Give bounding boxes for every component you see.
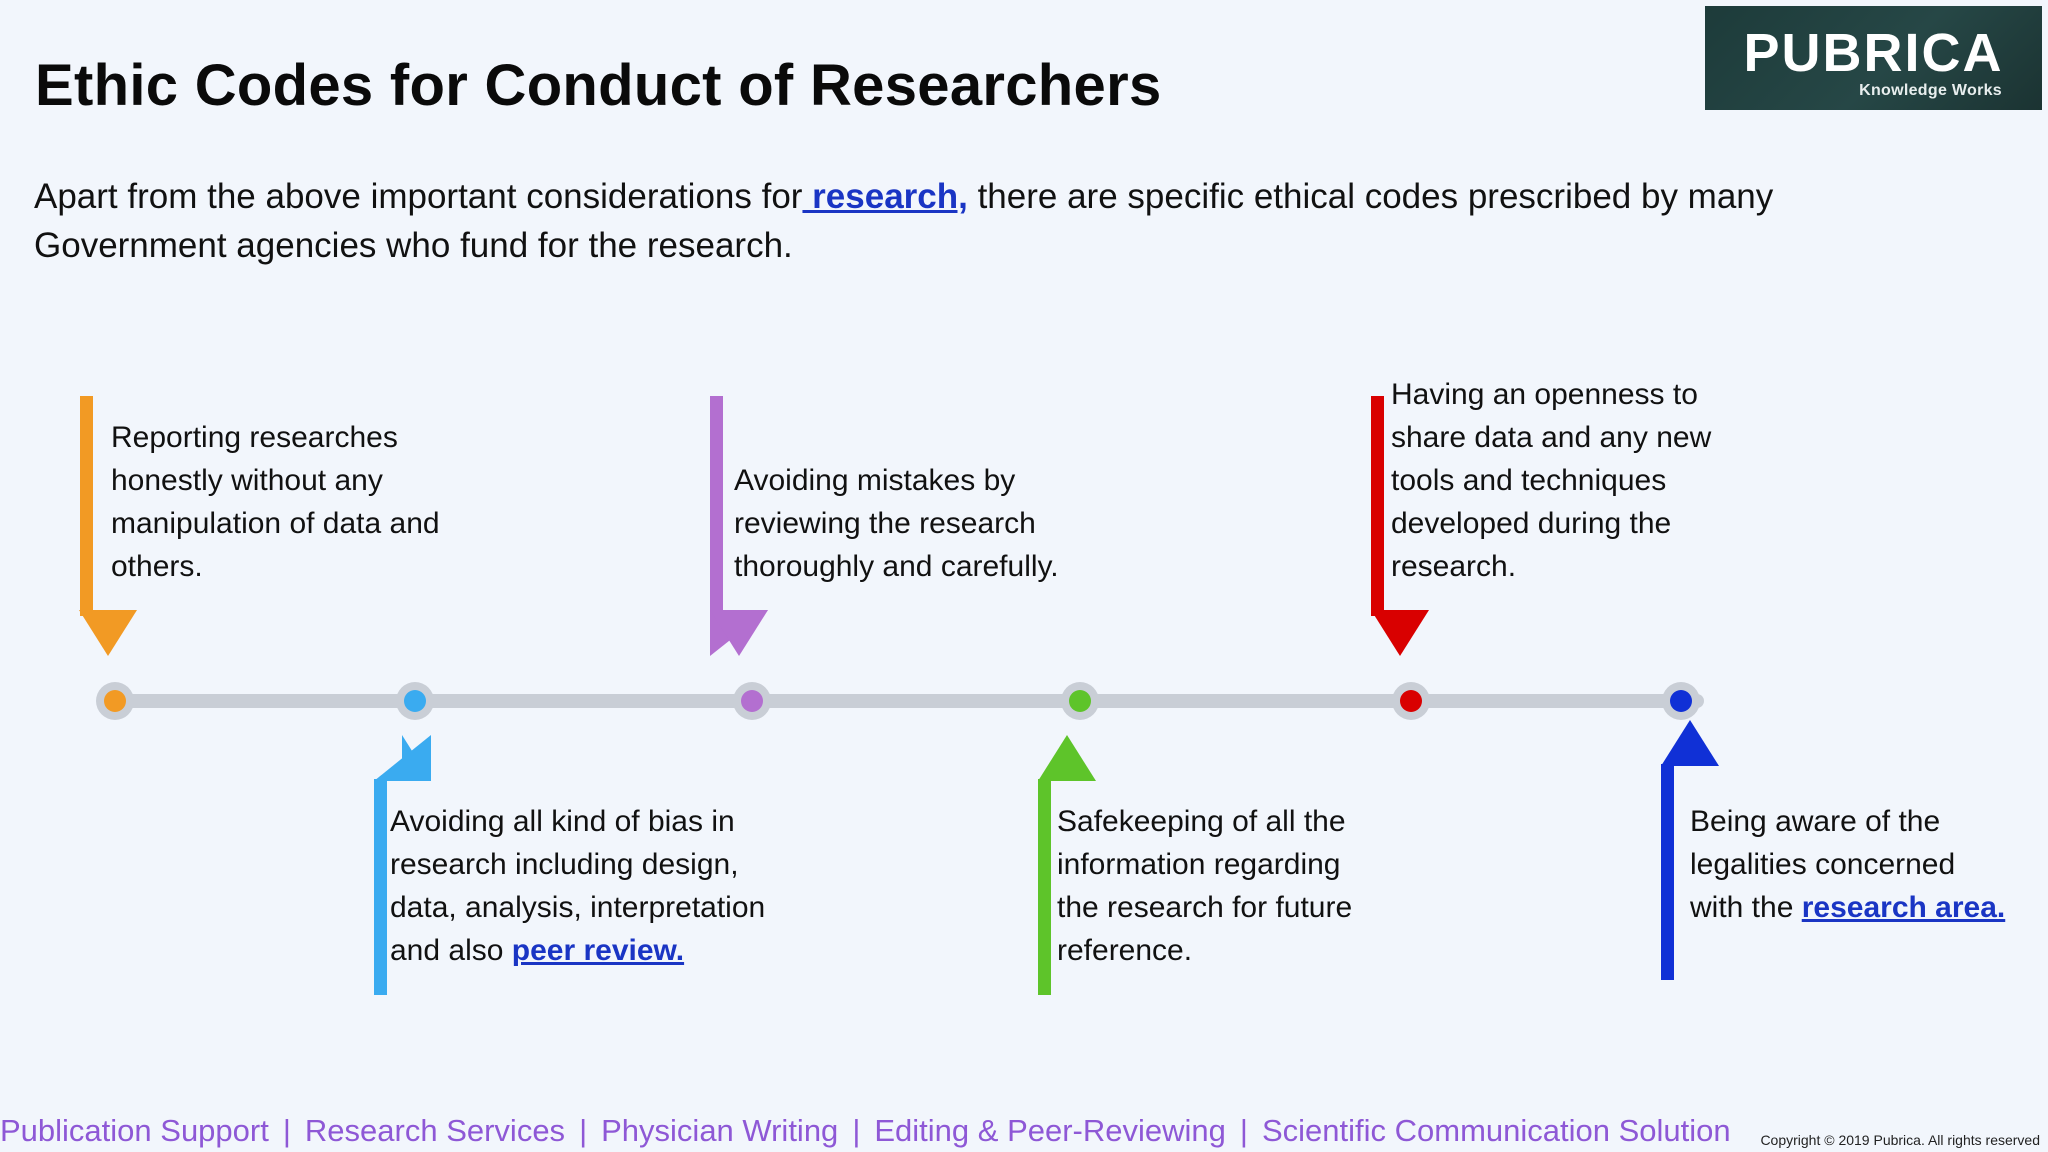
arrow-head [79,610,137,656]
footer-link-publication-support[interactable]: Publication Support [0,1113,269,1148]
point-text-4: Safekeeping of all the information regar… [1057,805,1353,967]
node-dot-red [1400,690,1422,712]
node-dot-purple [741,690,763,712]
point-text-5: Having an openness to share data and any… [1391,378,1712,583]
timeline-node-1 [96,682,134,720]
arrow-shaft [374,779,387,995]
point-text-2: Avoiding all kind of bias in research in… [390,800,810,972]
node-dot-orange [104,690,126,712]
timeline-node-5 [1392,682,1430,720]
footer-separator: | [282,1113,291,1148]
node-dot-navy [1670,690,1692,712]
research-link[interactable]: research, [802,177,968,216]
arrow-shaft [80,396,93,616]
arrow-shaft [1038,779,1051,995]
footer-link-editing-peer-reviewing[interactable]: Editing & Peer-Reviewing [874,1113,1226,1148]
arrow-head-right [402,735,431,781]
footer-separator: | [579,1113,588,1148]
arrow-shaft [1661,764,1674,980]
footer-separator: | [1239,1113,1248,1148]
footer-link-research-services[interactable]: Research Services [304,1113,566,1148]
timeline-node-2 [396,682,434,720]
arrow-shaft [1371,396,1384,616]
intro-paragraph: Apart from the above important considera… [34,172,1774,270]
research-area-link[interactable]: research area. [1801,891,2006,924]
arrow-head [1038,735,1096,781]
node-dot-green [1069,690,1091,712]
arrow-shaft [710,396,723,616]
arrow-head-center [710,610,768,656]
arrow-head [1661,720,1719,766]
page-title: Ethic Codes for Conduct of Researchers [35,53,1162,118]
point-text-1: Reporting researches honestly without an… [111,421,440,583]
logo-name: PUBRICA [1743,23,2004,83]
point-text-6-body: Being aware of the legalities concerned … [1690,805,1956,924]
footer-link-scientific-communication[interactable]: Scientific Communication Solution [1261,1113,1731,1148]
footer-separator: | [852,1113,861,1148]
timeline-node-4 [1061,682,1099,720]
footer-nav: Publication Support | Research Services | Ph… [0,1113,1760,1149]
peer-review-link[interactable]: peer review. [511,934,685,967]
timeline-track [112,694,1704,708]
arrow-head [1371,610,1429,656]
node-dot-blue [404,690,426,712]
point-text-3: Avoiding mistakes by reviewing the resea… [734,464,1059,583]
point-text-2-body: Avoiding all kind of bias in research in… [390,805,766,967]
pubrica-logo[interactable]: PUBRICA Knowledge Works [1705,6,2042,110]
intro-text-start: Apart from the above important considera… [34,177,803,216]
point-text-6: Being aware of the legalities concerned … [1690,800,2015,929]
footer-link-physician-writing[interactable]: Physician Writing [601,1113,839,1148]
intro-text-end: there are specific ethical codes prescri… [34,177,1774,265]
timeline-node-3 [733,682,771,720]
timeline-node-6 [1662,682,1700,720]
copyright-notice: Copyright © 2019 Pubrica. All rights res… [1760,1132,2040,1148]
logo-tagline: Knowledge Works [1859,82,2002,99]
